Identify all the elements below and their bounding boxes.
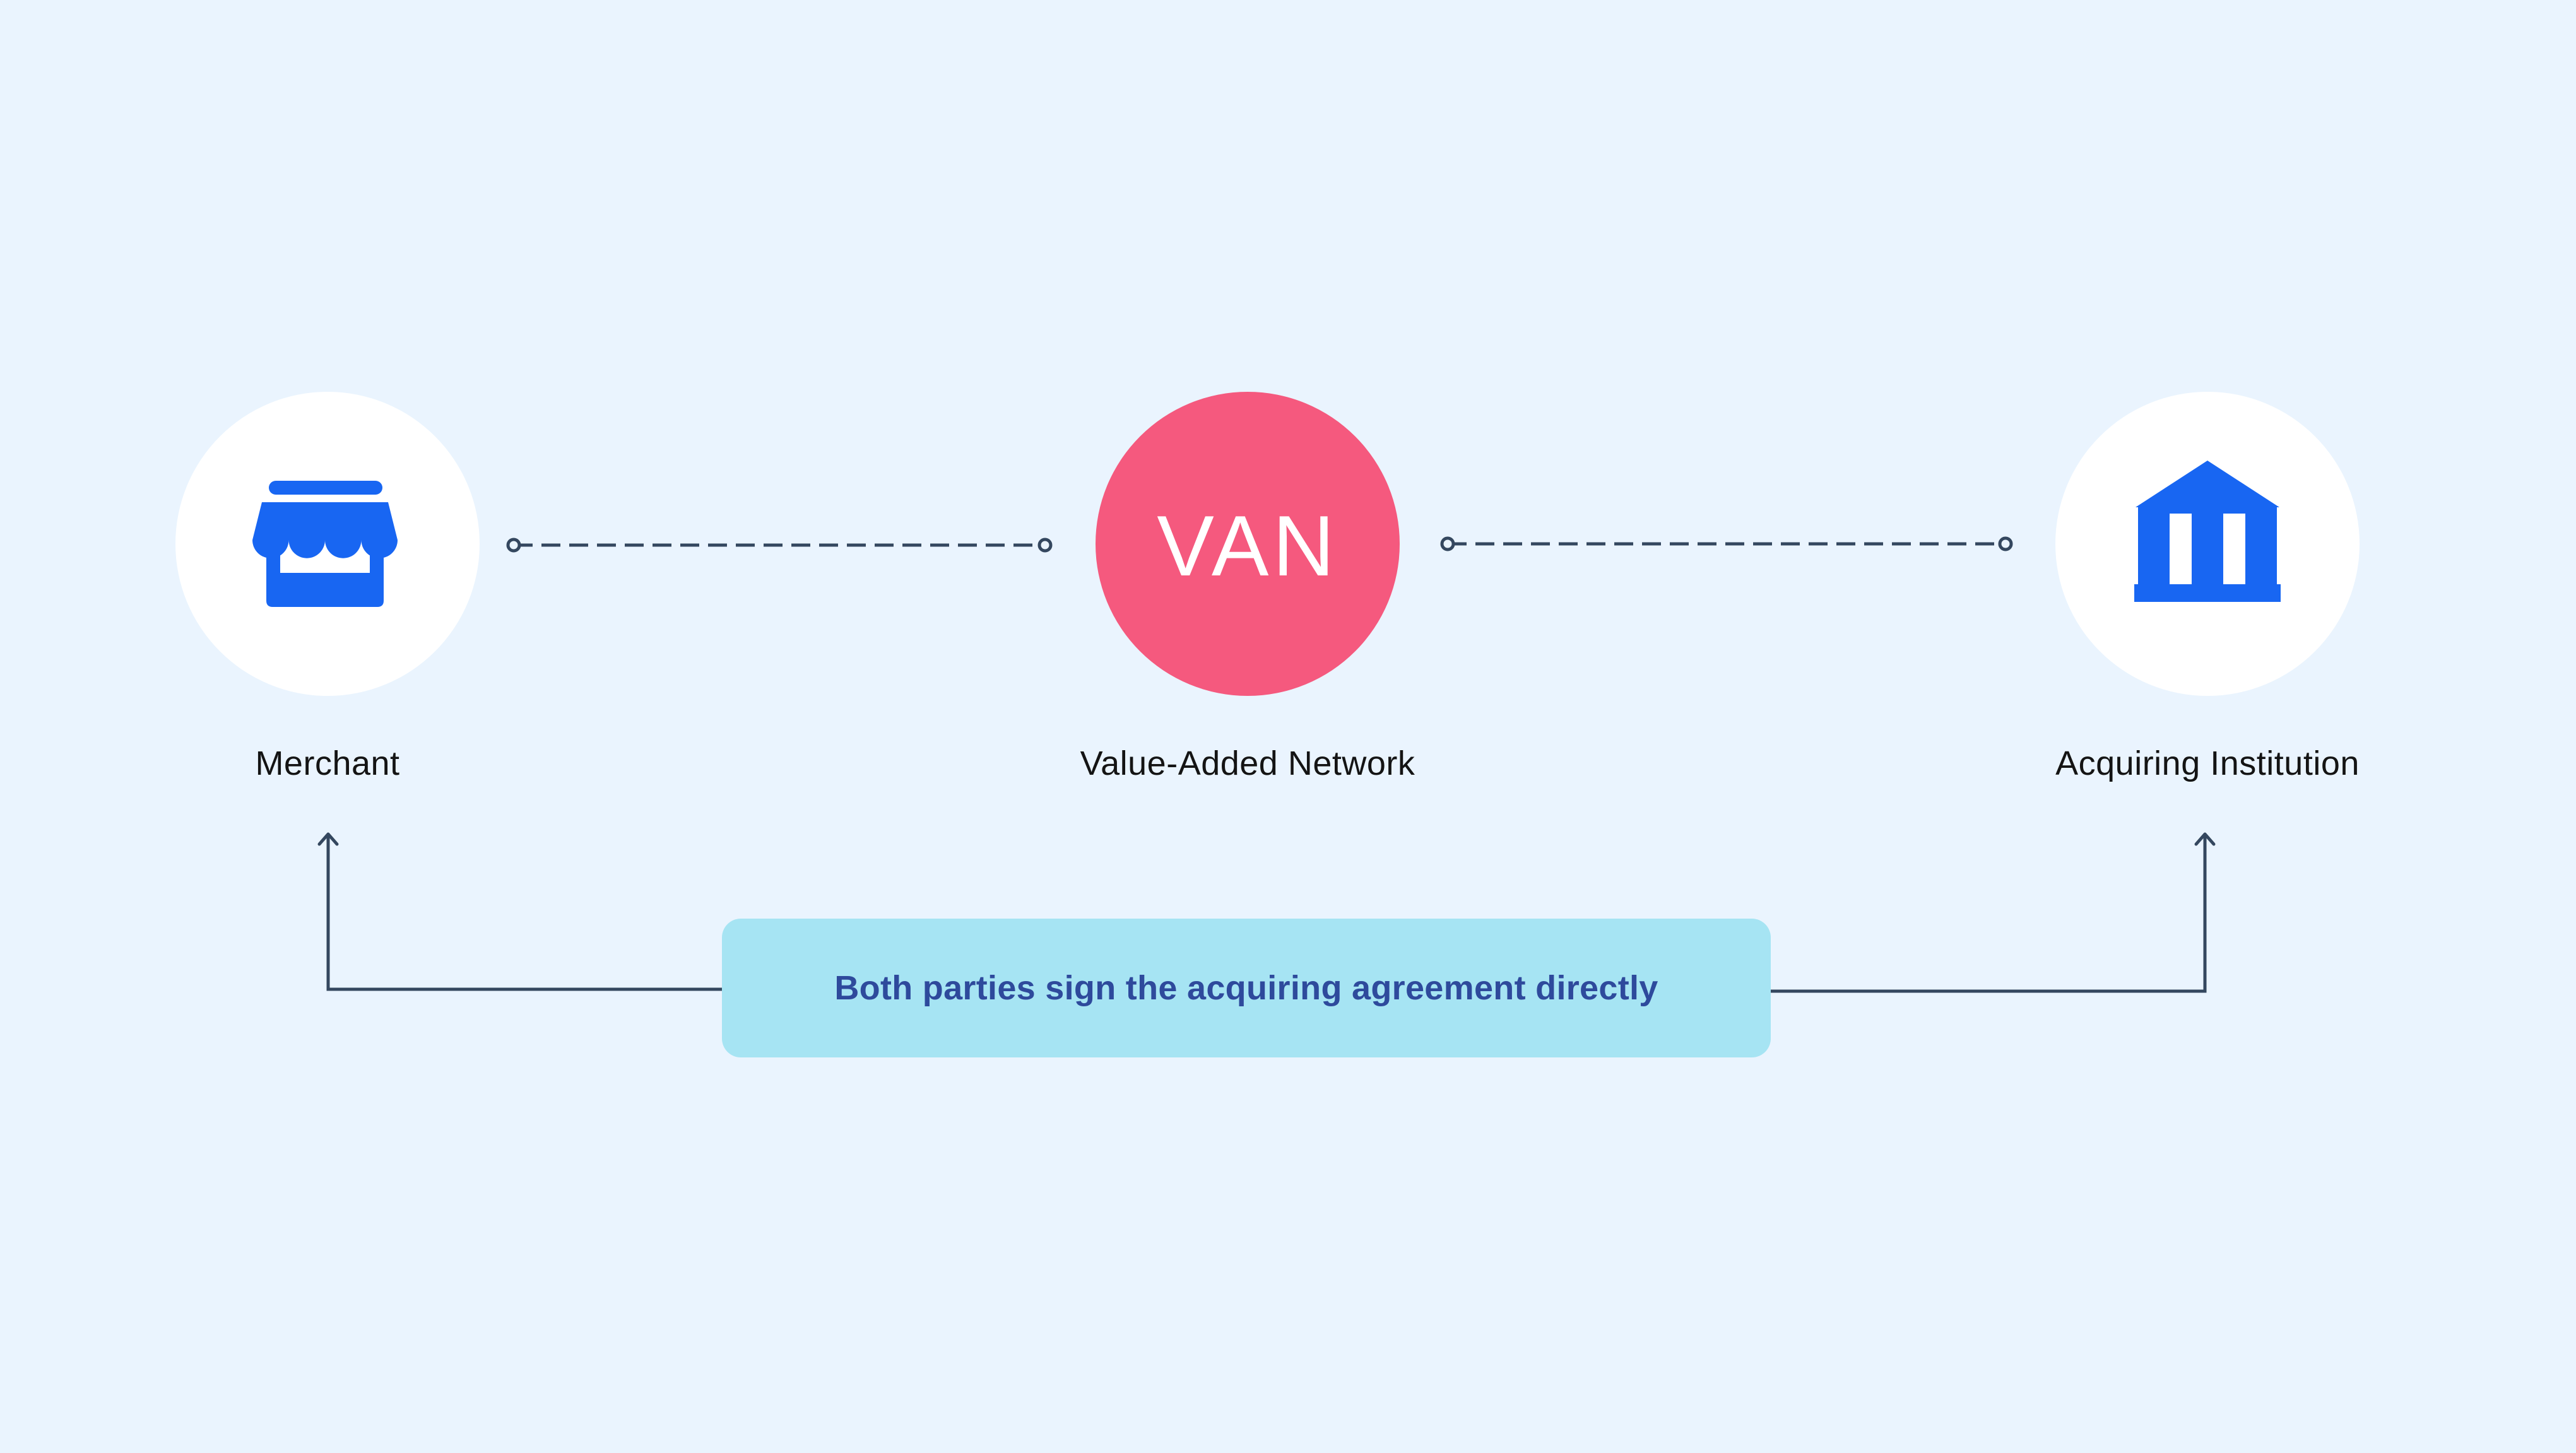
- storefront-icon: [252, 481, 398, 607]
- agreement-bracket-left: [317, 832, 722, 991]
- agreement-callout: Both parties sign the acquiring agreemen…: [722, 919, 1771, 1057]
- connector-merchant-van: [506, 538, 1053, 553]
- merchant-node: [175, 392, 480, 696]
- agreement-callout-text: Both parties sign the acquiring agreemen…: [834, 969, 1658, 1007]
- van-node: VAN: [1096, 392, 1400, 696]
- agreement-bracket-right: [1771, 832, 2216, 993]
- acquirer-label: Acquiring Institution: [2055, 744, 2360, 782]
- connector-van-acquirer: [1440, 536, 2013, 551]
- merchant-label: Merchant: [255, 744, 400, 782]
- van-label: Value-Added Network: [1080, 744, 1415, 782]
- van-badge-text: VAN: [1157, 498, 1338, 594]
- acquirer-node: [2055, 392, 2360, 696]
- bank-building-icon: [2134, 461, 2281, 602]
